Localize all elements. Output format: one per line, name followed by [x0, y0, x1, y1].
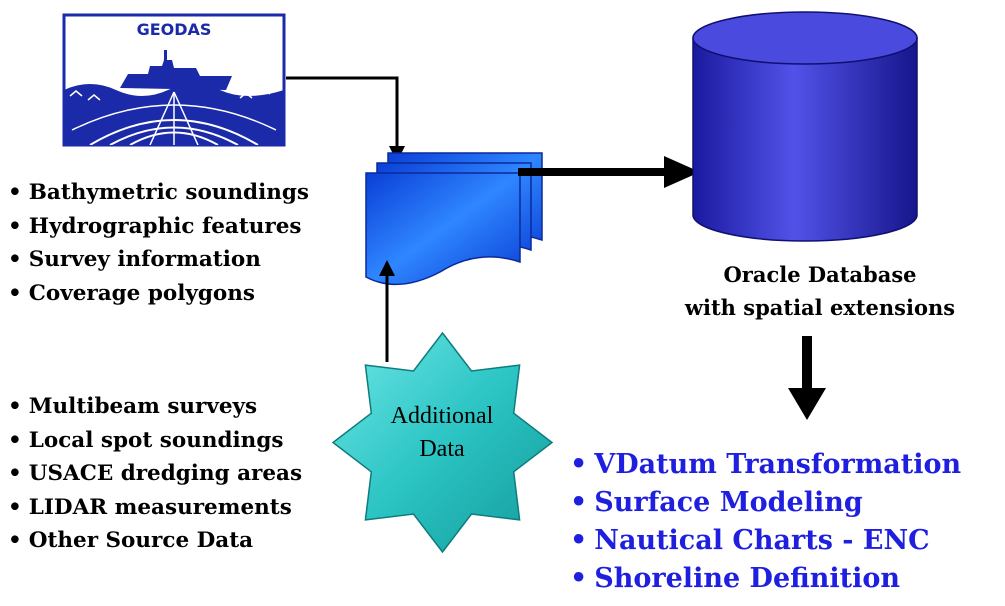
additional-data-label-line1: Additional: [390, 403, 494, 429]
additional-data-label: Additional Data: [352, 400, 532, 466]
list-item: Hydrographic features: [8, 210, 309, 244]
list-item: VDatum Transformation: [570, 446, 961, 484]
arrow-database-to-outputs: [788, 336, 826, 420]
geodas-feature-list: Bathymetric soundings Hydrographic featu…: [8, 176, 309, 310]
geodas-logo-text: GEODAS: [136, 20, 212, 39]
list-item: Nautical Charts - ENC: [570, 522, 961, 560]
list-item: Multibeam surveys: [8, 390, 302, 424]
list-item: LIDAR measurements: [8, 491, 302, 525]
database-icon: [692, 11, 918, 242]
list-item: Bathymetric soundings: [8, 176, 309, 210]
database-label-line1: Oracle Database: [723, 262, 917, 287]
database-label-line2: with spatial extensions: [684, 295, 956, 320]
outputs-list: VDatum Transformation Surface Modeling N…: [570, 446, 961, 598]
list-item: Surface Modeling: [570, 484, 961, 522]
arrow-documents-to-database: [518, 156, 700, 188]
list-item: Local spot soundings: [8, 424, 302, 458]
list-item: USACE dredging areas: [8, 457, 302, 491]
geodas-logo: [62, 13, 286, 147]
list-item: Survey information: [8, 243, 309, 277]
additional-data-label-line2: Data: [419, 436, 465, 462]
list-item: Other Source Data: [8, 524, 302, 558]
arrow-logo-to-documents: [286, 76, 405, 162]
documents-icon: [365, 152, 543, 286]
additional-data-list: Multibeam surveys Local spot soundings U…: [8, 390, 302, 558]
arrow-additional-to-documents: [379, 260, 395, 362]
list-item: Shoreline Definition: [570, 560, 961, 598]
database-label: Oracle Database with spatial extensions: [660, 258, 980, 324]
additional-data-star: [331, 331, 554, 554]
list-item: Coverage polygons: [8, 277, 309, 311]
